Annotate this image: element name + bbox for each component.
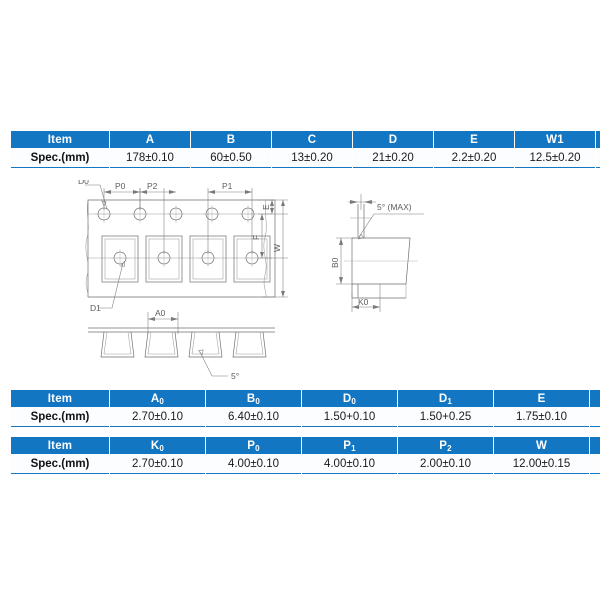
angle-callout-max: 5° (MAX) — [357, 202, 424, 240]
label-d0: D0 — [78, 180, 89, 186]
spec-table-reel: Item A B C D E W1 W2 Spec.(mm) 178±0.10 … — [10, 131, 600, 168]
spec-table-pocket-dimensions: Item A0 B0 D0 D1 E F Spec.(mm) 2.70±0.10… — [10, 390, 600, 427]
cell-p1: 4.00±0.10 — [302, 454, 397, 474]
label-k0: K0 — [358, 297, 369, 307]
dimension-d0: D0 — [78, 180, 108, 210]
label-f: F — [251, 235, 261, 240]
column-header-w: W — [494, 437, 589, 454]
label-a0: A0 — [155, 308, 166, 318]
cell-w: 12.00±0.15 — [494, 454, 589, 474]
cell-b: 60±0.50 — [191, 148, 271, 168]
column-header-d0: D0 — [302, 390, 397, 407]
cell-c: 13±0.20 — [272, 148, 352, 168]
table-row: Spec.(mm) 2.70±0.10 6.40±0.10 1.50+0.10 … — [11, 407, 600, 427]
label-p0: P0 — [115, 181, 126, 191]
label-angle-max: 5° (MAX) — [377, 202, 412, 212]
side-view-pockets — [100, 331, 267, 358]
column-header-c: C — [272, 131, 352, 148]
dimension-d1: D1 — [90, 260, 126, 313]
cell-a: 178±0.10 — [110, 148, 190, 168]
carrier-tape-technical-drawing: D0 P0 P2 — [0, 180, 600, 385]
cell-w1: 12.5±0.20 — [515, 148, 595, 168]
column-header-item: Item — [11, 390, 109, 407]
sprocket-holes — [95, 205, 257, 223]
column-header-t: t — [590, 437, 600, 454]
column-header-k0: K0 — [110, 437, 205, 454]
table-row: Spec.(mm) 2.70±0.10 4.00±0.10 4.00±0.10 … — [11, 454, 600, 474]
cell-t: 0.25±0.05 — [590, 454, 600, 474]
cell-d0: 1.50+0.10 — [302, 407, 397, 427]
column-header-p0: P0 — [206, 437, 301, 454]
column-header-item: Item — [11, 437, 109, 454]
column-header-d: D — [353, 131, 433, 148]
dimension-k0: K0 — [351, 284, 381, 312]
dimension-b0: B0 — [330, 237, 354, 285]
column-header-d1: D1 — [398, 390, 493, 407]
table-header-row: Item A B C D E W1 W2 — [11, 131, 600, 148]
dimension-p2: P2 — [139, 181, 176, 254]
component-cavities — [101, 235, 271, 283]
column-header-item: Item — [11, 131, 109, 148]
row-label-spec: Spec.(mm) — [11, 407, 109, 427]
section-view-group: 5° (MAX) B0 K0 — [330, 194, 424, 312]
label-b0: B0 — [330, 257, 340, 268]
cell-w2: 14.5±0.20 — [596, 148, 600, 168]
row-label-spec: Spec.(mm) — [11, 454, 109, 474]
table-header-row: Item A0 B0 D0 D1 E F — [11, 390, 600, 407]
column-header-e: E — [434, 131, 514, 148]
dimension-w: W — [262, 200, 288, 298]
column-header-w1: W1 — [515, 131, 595, 148]
column-header-b: B — [191, 131, 271, 148]
column-header-p1: P1 — [302, 437, 397, 454]
top-view-group: D0 P0 P2 — [78, 180, 288, 313]
label-p2: P2 — [147, 181, 158, 191]
spec-table-pitch-dimensions: Item K0 P0 P1 P2 W t Spec.(mm) 2.70±0.10… — [10, 437, 600, 474]
cell-p2: 2.00±0.10 — [398, 454, 493, 474]
dimension-p1: P1 — [207, 181, 253, 254]
angle-callout: 5° — [198, 349, 239, 381]
column-header-p2: P2 — [398, 437, 493, 454]
cell-b0: 6.40±0.10 — [206, 407, 301, 427]
cell-d: 21±0.20 — [353, 148, 433, 168]
cell-d1: 1.50+0.25 — [398, 407, 493, 427]
cell-p0: 4.00±0.10 — [206, 454, 301, 474]
label-w: W — [272, 244, 282, 252]
column-header-a: A — [110, 131, 190, 148]
column-header-f: F — [590, 390, 600, 407]
label-angle: 5° — [231, 371, 239, 381]
side-view-group: A0 5° — [88, 308, 275, 381]
dimension-thickness — [348, 194, 376, 210]
column-header-a0: A0 — [110, 390, 205, 407]
row-label-spec: Spec.(mm) — [11, 148, 109, 168]
dimension-f: F — [251, 214, 288, 259]
cell-e: 2.2±0.20 — [434, 148, 514, 168]
label-e: E — [261, 204, 271, 210]
column-header-e: E — [494, 390, 589, 407]
cell-a0: 2.70±0.10 — [110, 407, 205, 427]
cell-e: 1.75±0.10 — [494, 407, 589, 427]
table-header-row: Item K0 P0 P1 P2 W t — [11, 437, 600, 454]
label-p1: P1 — [222, 181, 233, 191]
column-header-w2: W2 — [596, 131, 600, 148]
dimension-a0: A0 — [147, 308, 179, 334]
table-row: Spec.(mm) 178±0.10 60±0.50 13±0.20 21±0.… — [11, 148, 600, 168]
dimension-p0: P0 — [103, 181, 141, 210]
cell-k0: 2.70±0.10 — [110, 454, 205, 474]
cell-f: 5.50±0.10 — [590, 407, 600, 427]
column-header-b0: B0 — [206, 390, 301, 407]
label-d1: D1 — [90, 303, 101, 313]
